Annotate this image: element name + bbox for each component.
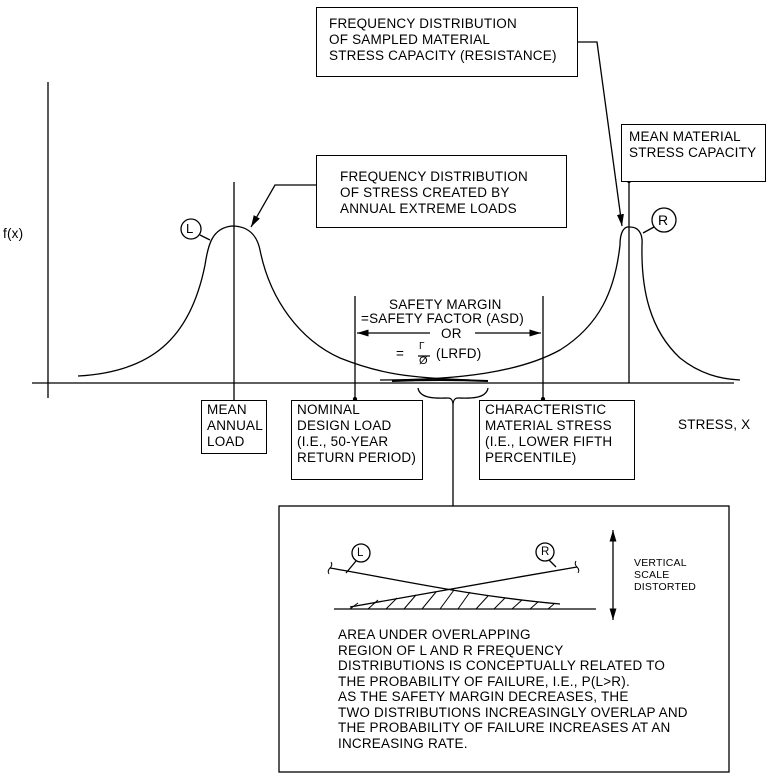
vertical-scale-note: VERTICAL SCALE DISTORTED	[634, 557, 697, 593]
mean-load-callout: MEAN ANNUAL LOAD	[201, 400, 267, 454]
nominal-load-callout: NOMINAL DESIGN LOAD (I.E., 50-YEAR RETUR…	[291, 400, 423, 480]
safety-margin-lrfd: (LRFD)	[436, 346, 482, 361]
detail-explanation: AREA UNDER OVERLAPPING REGION OF L AND R…	[338, 627, 688, 751]
load-distribution-callout: FREQUENCY DISTRIBUTION OF STRESS CREATED…	[316, 155, 567, 228]
mean-capacity-callout: MEAN MATERIAL STRESS CAPACITY	[621, 124, 766, 182]
detail-load-label: L	[357, 547, 364, 559]
safety-margin-numerator: γ	[419, 341, 425, 352]
safety-margin-denominator: ø	[419, 355, 428, 367]
load-label-leader	[199, 234, 211, 241]
detail-overlap-hatch	[349, 589, 555, 610]
resistance-distribution-callout: FREQUENCY DISTRIBUTION OF SAMPLED MATERI…	[316, 7, 578, 77]
safety-margin-eq-prefix: =	[396, 346, 405, 361]
resistance-label-circle	[651, 207, 677, 233]
y-axis-label: f(x)	[3, 226, 24, 241]
load-callout-leader	[250, 184, 316, 228]
x-axis-label: STRESS, x	[678, 417, 751, 432]
resistance-distribution-curve	[379, 226, 741, 381]
resistance-curve-label: R	[658, 212, 669, 228]
detail-resistance-label: R	[541, 546, 550, 558]
detail-resistance-label-circle	[535, 542, 555, 562]
safety-margin-or: OR	[441, 326, 462, 341]
safety-margin-asd: =SAFETY FACTOR (ASD)	[361, 311, 524, 326]
safety-margin-title: SAFETY MARGIN	[389, 297, 502, 312]
resistance-label-leader	[642, 226, 655, 234]
load-distribution-curve	[77, 225, 471, 381]
detail-box	[278, 505, 730, 773]
resistance-callout-leader	[577, 41, 624, 227]
characteristic-stress-callout: CHARACTERISTIC MATERIAL STRESS (I.E., LO…	[479, 400, 635, 480]
overlap-region	[391, 379, 489, 382]
detail-load-curve	[329, 567, 561, 605]
load-label-circle	[180, 218, 202, 240]
detail-load-label-circle	[351, 543, 371, 563]
overlap-brace	[417, 387, 489, 406]
load-curve-label: L	[186, 221, 194, 236]
detail-resistance-curve	[349, 566, 578, 608]
